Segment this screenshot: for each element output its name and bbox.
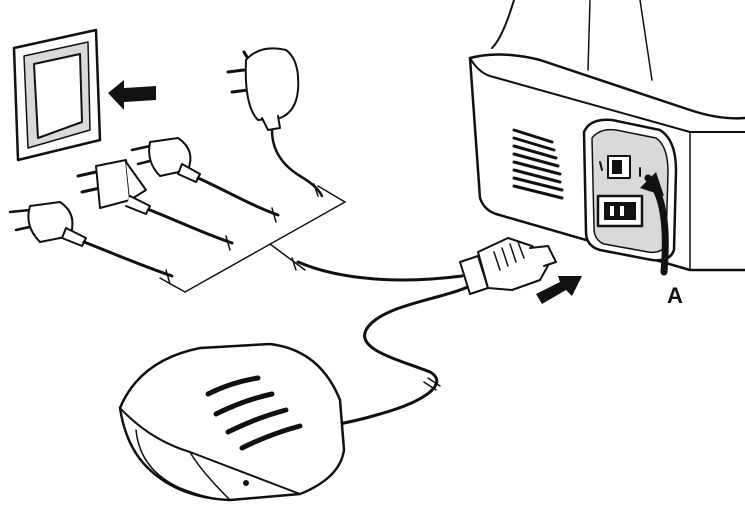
plug-bracket (159, 185, 346, 293)
euro-plug-2-icon (8, 201, 174, 285)
machine-plug-icon (459, 237, 557, 295)
arrow-switch-on-icon (640, 172, 669, 276)
us-plug-icon (76, 159, 234, 251)
vent-grille (512, 128, 564, 200)
arrow-left-icon (108, 80, 156, 110)
pedal-ridges (205, 375, 303, 451)
sewing-machine (468, 0, 745, 272)
foot-pedal-icon (118, 342, 346, 502)
label-a: A (667, 283, 683, 308)
uk-adapter-icon (226, 47, 324, 198)
wall-outlet-icon (12, 28, 102, 162)
power-switch-icon (599, 155, 641, 179)
pedal-cord (326, 284, 472, 428)
euro-plug-icon (130, 137, 280, 223)
arrow-insert-icon (536, 276, 582, 304)
power-inlet-icon (596, 194, 644, 228)
power-cord (296, 260, 464, 282)
